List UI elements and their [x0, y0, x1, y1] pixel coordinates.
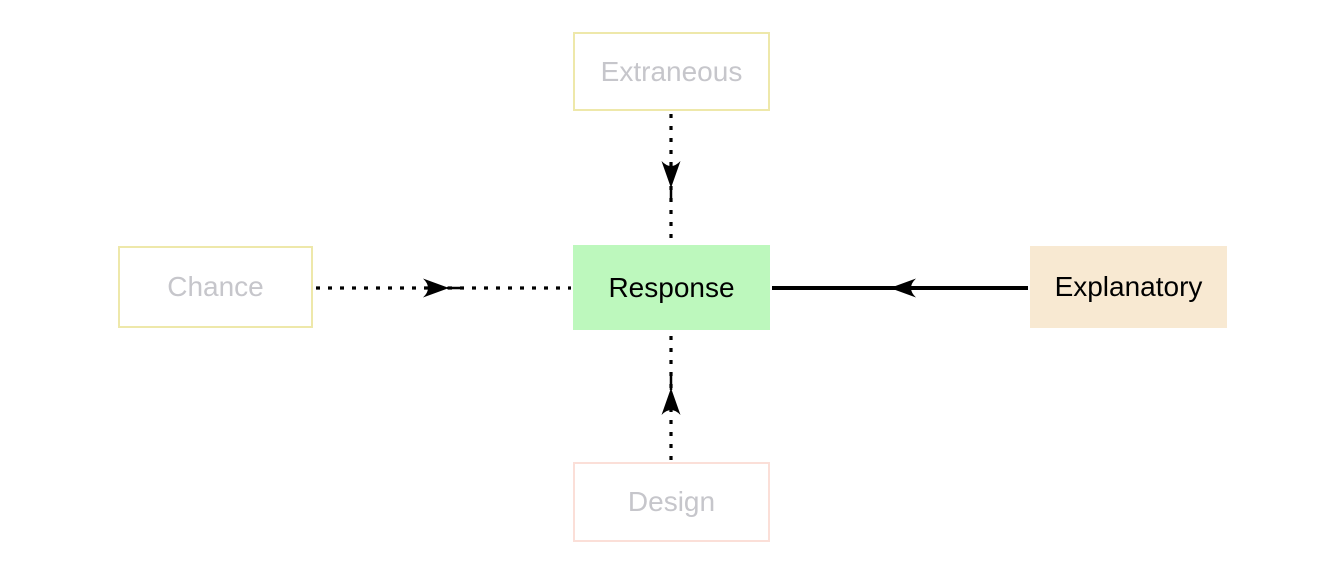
node-design-label: Design: [627, 486, 716, 517]
edge-extraneous-to-response: [661, 114, 681, 244]
node-explanatory: Explanatory: [1030, 246, 1227, 328]
edge-explanatory-to-response: [772, 278, 1028, 298]
node-extraneous-label: Extraneous: [600, 55, 743, 87]
edge-chance-to-response: [316, 278, 571, 298]
edge-design-to-response: [661, 332, 681, 460]
arrowhead-left-icon: [890, 278, 916, 298]
node-response: Response: [573, 245, 770, 330]
arrowhead-right-icon: [423, 278, 449, 298]
node-chance-label: Chance: [167, 271, 264, 302]
node-design: Design: [573, 462, 770, 542]
arrowhead-down-icon: [661, 161, 681, 188]
arrowhead-up-icon: [661, 388, 681, 415]
node-response-label: Response: [608, 271, 735, 303]
node-extraneous: Extraneous: [573, 32, 770, 111]
node-explanatory-label: Explanatory: [1054, 271, 1203, 302]
node-chance: Chance: [118, 246, 313, 328]
